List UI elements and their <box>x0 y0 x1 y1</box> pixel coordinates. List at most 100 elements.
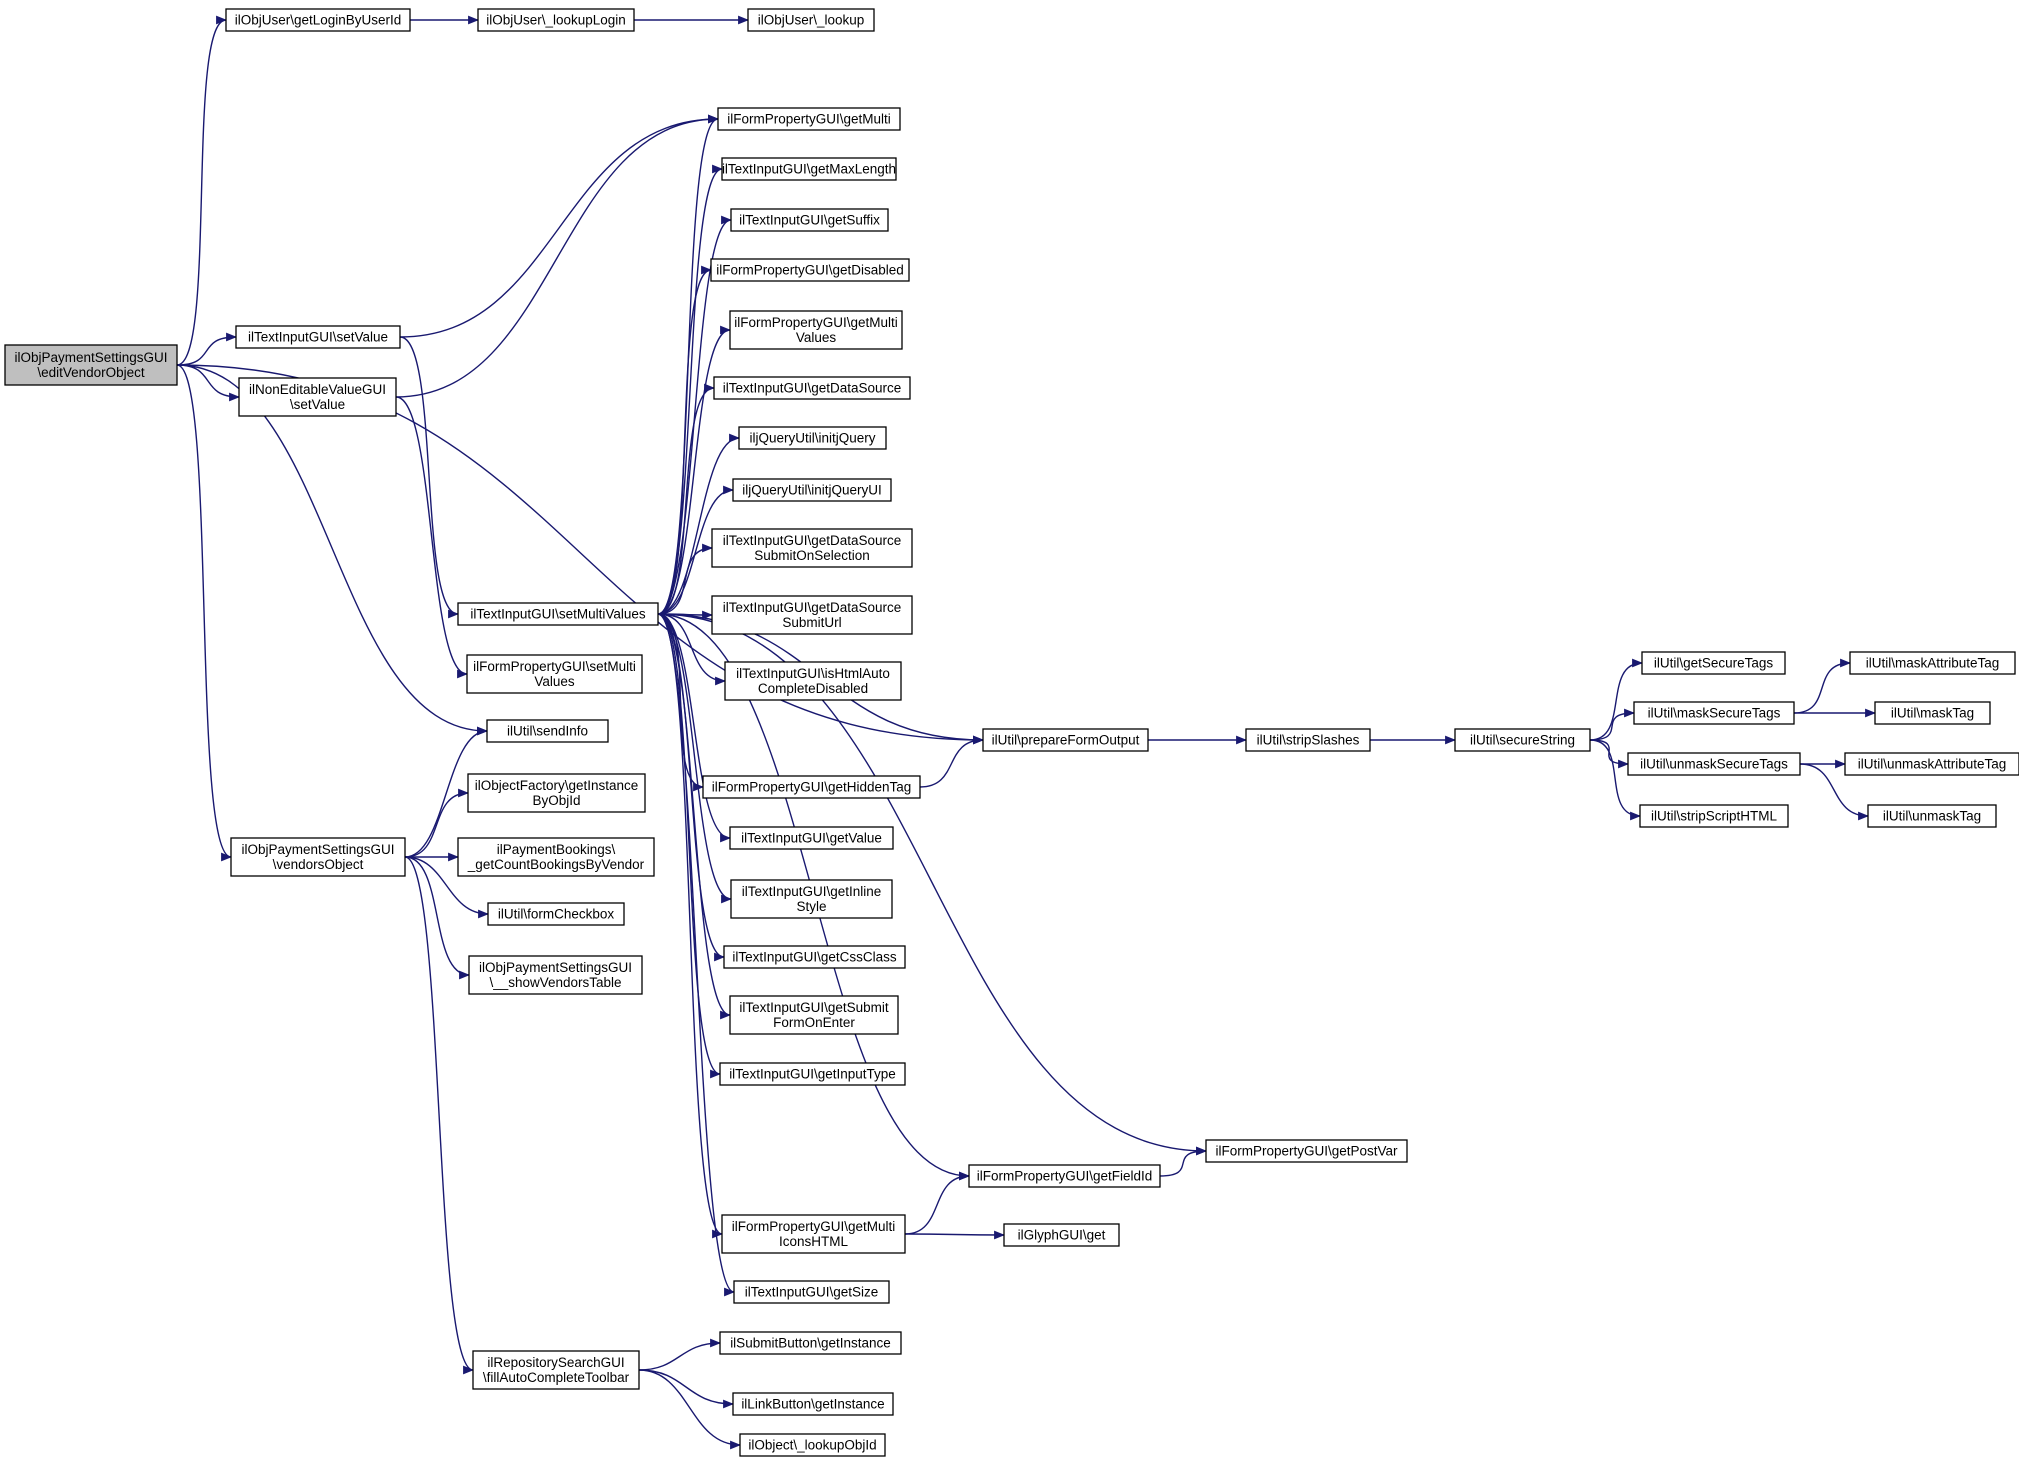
edge <box>657 164 724 615</box>
edge <box>1589 708 1636 741</box>
node-edit-vendor-object[interactable]: ilObjPaymentSettingsGUI\editVendorObject <box>4 344 178 386</box>
node-label: ilObjPaymentSettingsGUI <box>14 350 167 365</box>
node-label: ilTextInputGUI\getSuffix <box>739 213 880 228</box>
edge-ne-set-value-to-fp-set-multi-values <box>395 396 469 679</box>
node-get-count-bookings[interactable]: ilPaymentBookings\_getCountBookingsByVen… <box>457 837 655 877</box>
node-label: IconsHTML <box>779 1234 849 1249</box>
node-box <box>1205 1139 1408 1163</box>
node-get-input-type[interactable]: ilTextInputGUI\getInputType <box>719 1062 906 1086</box>
node-submit-button-get-instance[interactable]: ilSubmitButton\getInstance <box>719 1331 902 1355</box>
node-lookup-obj-id[interactable]: ilObject\_lookupObjId <box>739 1433 886 1457</box>
node-box <box>1454 728 1591 752</box>
node-box <box>1874 701 1991 725</box>
node-box <box>713 376 911 400</box>
node-get-max-length[interactable]: ilTextInputGUI\getMaxLength <box>721 157 897 181</box>
node-label: ilUtil\unmaskTag <box>1883 809 1981 824</box>
node-get-secure-tags[interactable]: ilUtil\getSecureTags <box>1641 651 1786 675</box>
node-label: SubmitUrl <box>782 615 841 630</box>
edge <box>404 788 470 858</box>
node-vendors-object[interactable]: ilObjPaymentSettingsGUI\vendorsObject <box>230 837 406 877</box>
node-lookup-login[interactable]: ilObjUser\_lookupLogin <box>477 8 635 32</box>
node-get-post-var[interactable]: ilFormPropertyGUI\getPostVar <box>1205 1139 1408 1163</box>
node-get-multi[interactable]: ilFormPropertyGUI\getMulti <box>717 107 901 131</box>
node-strip-script-html[interactable]: ilUtil\stripScriptHTML <box>1639 804 1789 828</box>
node-label: ilTextInputGUI\isHtmlAuto <box>736 666 890 681</box>
node-unmask-tag[interactable]: ilUtil\unmaskTag <box>1867 804 1997 828</box>
node-mask-tag[interactable]: ilUtil\maskTag <box>1874 701 1991 725</box>
node-initj-query-ui[interactable]: iljQueryUtil\initjQueryUI <box>732 478 892 502</box>
edge-set-multi-values-to-get-value <box>657 613 732 843</box>
edge <box>176 364 233 862</box>
node-lookup[interactable]: ilObjUser\_lookup <box>747 8 875 32</box>
node-box <box>225 8 411 32</box>
node-send-info[interactable]: ilUtil\sendInfo <box>486 719 609 743</box>
edge-set-multi-values-to-get-data-source <box>657 383 716 615</box>
node-label: ByObjId <box>532 793 580 808</box>
node-get-disabled[interactable]: ilFormPropertyGUI\getDisabled <box>710 258 910 282</box>
node-label: ilTextInputGUI\getDataSource <box>723 600 902 615</box>
node-mask-secure-tags[interactable]: ilUtil\maskSecureTags <box>1633 701 1795 725</box>
edge-get-field-id-to-get-post-var <box>1159 1146 1208 1177</box>
node-box <box>235 325 401 349</box>
node-fill-auto-complete[interactable]: ilRepositorySearchGUI\fillAutoCompleteTo… <box>472 1350 640 1390</box>
node-get-suffix[interactable]: ilTextInputGUI\getSuffix <box>730 208 889 232</box>
node-box <box>721 157 897 181</box>
edge-set-multi-values-to-get-input-type <box>657 613 722 1079</box>
node-box <box>1849 651 2016 675</box>
node-box <box>733 1280 890 1304</box>
node-get-login-by-user-id[interactable]: ilObjUser\getLoginByUserId <box>225 8 411 32</box>
node-label: ilObjPaymentSettingsGUI <box>479 960 632 975</box>
node-ne-set-value[interactable]: ilNonEditableValueGUI\setValue <box>238 377 397 417</box>
node-get-css-class[interactable]: ilTextInputGUI\getCssClass <box>723 945 906 969</box>
node-form-checkbox[interactable]: ilUtil\formCheckbox <box>487 902 625 926</box>
node-prepare-form-output[interactable]: ilUtil\prepareFormOutput <box>982 728 1149 752</box>
node-label: ilTextInputGUI\getInputType <box>729 1067 896 1082</box>
node-label: ilLinkButton\getInstance <box>741 1397 884 1412</box>
node-secure-string[interactable]: ilUtil\secureString <box>1454 728 1591 752</box>
node-label: ilFormPropertyGUI\getMulti <box>732 1219 896 1234</box>
node-box <box>719 1331 902 1355</box>
node-strip-slashes[interactable]: ilUtil\stripSlashes <box>1245 728 1371 752</box>
node-get-data-source[interactable]: ilTextInputGUI\getDataSource <box>713 376 911 400</box>
node-get-hidden-tag[interactable]: ilFormPropertyGUI\getHiddenTag <box>702 775 921 799</box>
node-get-size[interactable]: ilTextInputGUI\getSize <box>733 1280 890 1304</box>
node-glyph-get[interactable]: ilGlyphGUI\get <box>1003 1223 1120 1247</box>
node-set-multi-values[interactable]: ilTextInputGUI\setMultiValues <box>457 602 659 626</box>
edge-get-hidden-tag-to-prepare-form-output <box>919 735 985 788</box>
edge <box>657 613 732 1020</box>
node-label: ilObjUser\_lookupLogin <box>486 13 626 28</box>
node-unmask-attribute-tag[interactable]: ilUtil\unmaskAttributeTag <box>1844 752 2019 776</box>
node-initj-query[interactable]: iljQueryUtil\initjQuery <box>738 426 887 450</box>
node-label: ilUtil\maskSecureTags <box>1648 706 1781 721</box>
node-box <box>732 478 892 502</box>
node-link-button-get-instance[interactable]: ilLinkButton\getInstance <box>732 1392 894 1416</box>
node-box <box>466 654 643 694</box>
node-box <box>723 945 906 969</box>
node-get-dssubmit-on-sel[interactable]: ilTextInputGUI\getDataSourceSubmitOnSele… <box>711 528 913 568</box>
node-box <box>739 1433 886 1457</box>
node-label: \vendorsObject <box>273 857 364 872</box>
edge <box>176 332 238 366</box>
edge <box>399 336 460 619</box>
node-fp-set-multi-values[interactable]: ilFormPropertyGUI\setMultiValues <box>466 654 643 694</box>
node-mask-attribute-tag[interactable]: ilUtil\maskAttributeTag <box>1849 651 2016 675</box>
node-unmask-secure-tags[interactable]: ilUtil\unmaskSecureTags <box>1627 752 1801 776</box>
node-label: ilUtil\unmaskAttributeTag <box>1858 757 2007 772</box>
node-box <box>711 595 913 635</box>
edge <box>638 1338 722 1371</box>
node-get-value[interactable]: ilTextInputGUI\getValue <box>729 826 894 850</box>
node-show-vendors-table[interactable]: ilObjPaymentSettingsGUI\__showVendorsTab… <box>468 955 643 995</box>
node-get-field-id[interactable]: ilFormPropertyGUI\getFieldId <box>968 1164 1161 1188</box>
node-ti-set-value[interactable]: ilTextInputGUI\setValue <box>235 325 401 349</box>
edge-set-multi-values-to-get-inline-style <box>657 613 733 904</box>
node-label: iljQueryUtil\initjQuery <box>749 431 875 446</box>
node-is-html-auto[interactable]: ilTextInputGUI\isHtmlAutoCompleteDisable… <box>724 661 902 701</box>
node-label: ilTextInputGUI\getDataSource <box>723 381 902 396</box>
edge-set-multi-values-to-get-submit-form-on-enter <box>657 613 732 1020</box>
